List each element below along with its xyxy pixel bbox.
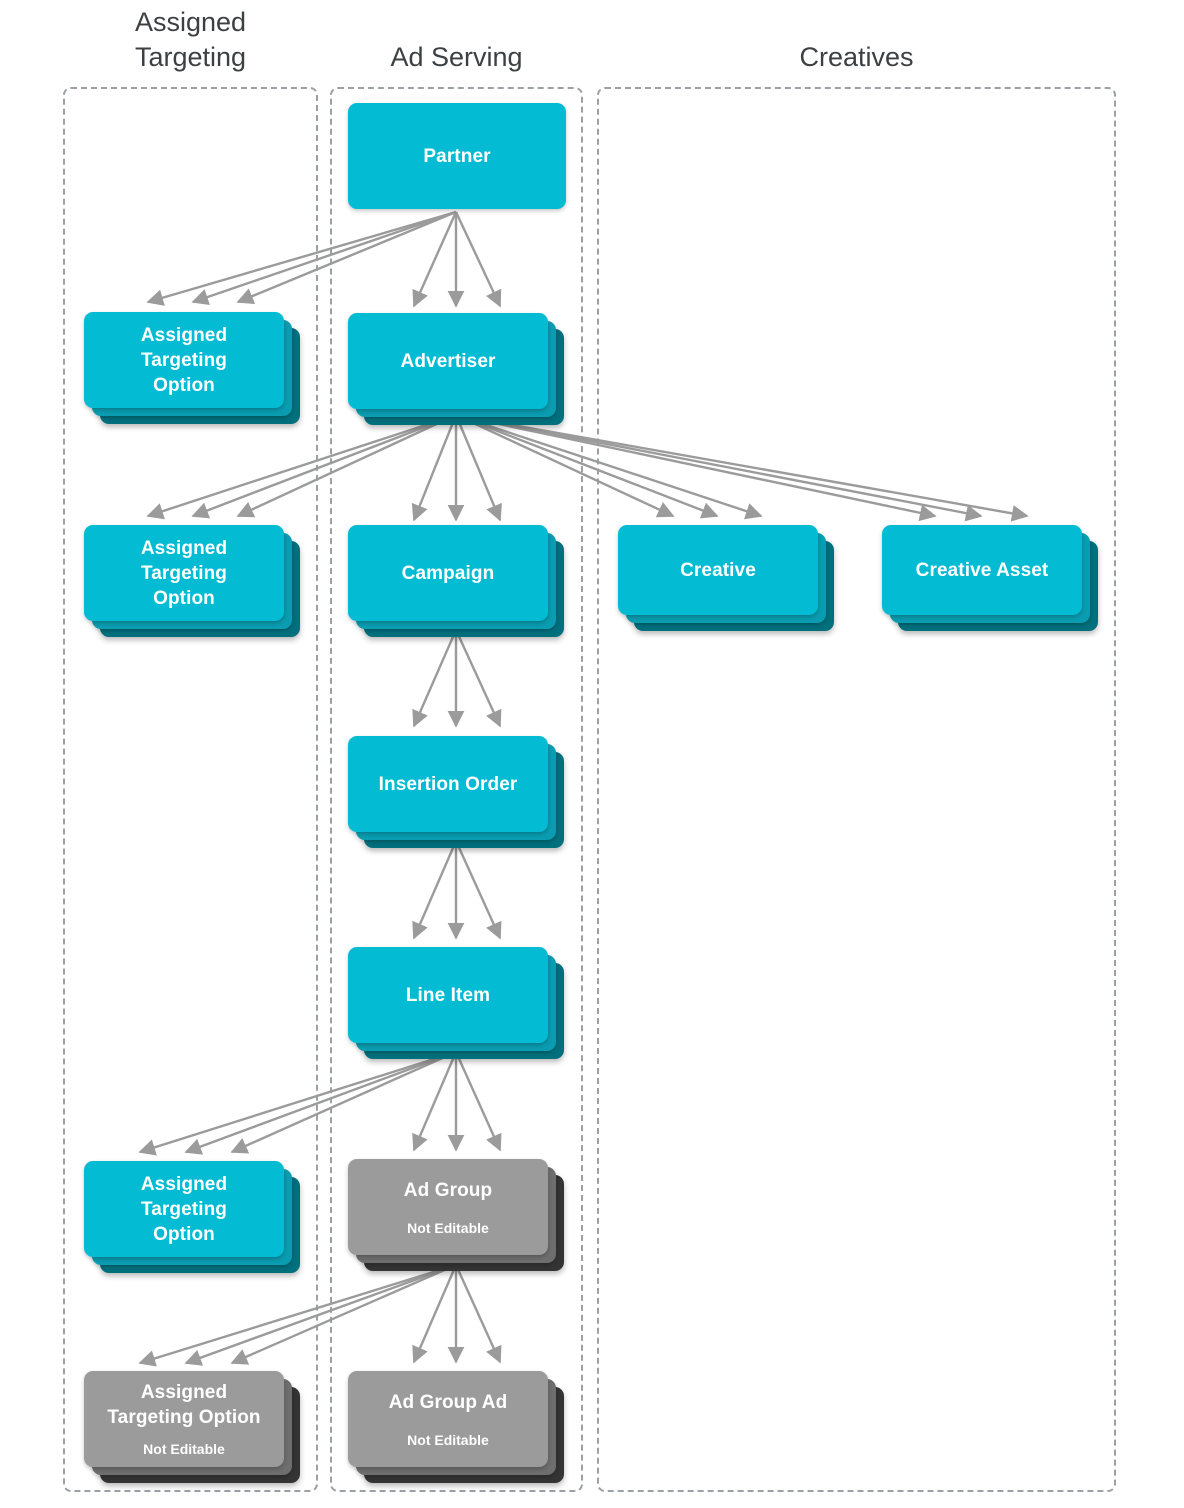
node-title: Insertion Order — [378, 773, 518, 795]
node-face: Ad Group Not Editable — [348, 1159, 548, 1255]
column-header-label: Creatives — [799, 42, 914, 72]
node-title: Ad Group — [403, 1179, 493, 1201]
node-advertiser[interactable]: Advertiser — [348, 313, 564, 425]
node-status-badge: Not Editable — [143, 1441, 225, 1457]
node-face: Partner — [348, 103, 566, 209]
node-ad-group-ad[interactable]: Ad Group Ad Not Editable — [348, 1371, 564, 1483]
column-header-ad-serving: Ad Serving — [330, 40, 583, 75]
node-insertion-order[interactable]: Insertion Order — [348, 736, 564, 848]
node-face: Assigned Targeting Option — [84, 525, 284, 621]
node-title: Campaign — [401, 562, 495, 584]
column-header-assigned-targeting: Assigned Targeting — [63, 5, 318, 75]
node-partner[interactable]: Partner — [348, 103, 566, 209]
node-campaign[interactable]: Campaign — [348, 525, 564, 637]
column-header-label: Ad Serving — [390, 42, 523, 72]
node-face: Advertiser — [348, 313, 548, 409]
node-title: Partner — [423, 145, 491, 167]
node-face: Creative — [618, 525, 818, 615]
node-title: Advertiser — [400, 350, 496, 372]
node-title: Assigned Targeting Option — [107, 1382, 261, 1428]
node-ato-ad-group[interactable]: Assigned Targeting Option Not Editable — [84, 1371, 300, 1483]
node-face: Creative Asset — [882, 525, 1082, 615]
node-line-item[interactable]: Line Item — [348, 947, 564, 1059]
node-title: Ad Group Ad — [388, 1391, 508, 1413]
node-face: Campaign — [348, 525, 548, 621]
node-face: Insertion Order — [348, 736, 548, 832]
group-container-assigned-targeting — [63, 87, 318, 1492]
group-container-creatives — [597, 87, 1116, 1492]
node-title: Creative Asset — [915, 559, 1049, 581]
node-title: Assigned Targeting Option — [140, 1173, 228, 1245]
node-ato-line-item[interactable]: Assigned Targeting Option — [84, 1161, 300, 1273]
node-face: Ad Group Ad Not Editable — [348, 1371, 548, 1467]
node-title: Assigned Targeting Option — [140, 537, 228, 609]
column-header-creatives: Creatives — [597, 40, 1116, 75]
node-face: Assigned Targeting Option — [84, 312, 284, 408]
node-face: Assigned Targeting Option Not Editable — [84, 1371, 284, 1467]
node-status-badge: Not Editable — [407, 1219, 489, 1236]
node-title: Creative — [680, 559, 756, 581]
node-ad-group[interactable]: Ad Group Not Editable — [348, 1159, 564, 1271]
group-container-ad-serving — [330, 87, 583, 1492]
node-face: Line Item — [348, 947, 548, 1043]
node-ato-partner[interactable]: Assigned Targeting Option — [84, 312, 300, 424]
node-creative-asset[interactable]: Creative Asset — [882, 525, 1098, 631]
node-face: Assigned Targeting Option — [84, 1161, 284, 1257]
node-title: Assigned Targeting Option — [140, 324, 228, 396]
column-header-label: Assigned Targeting — [134, 7, 247, 72]
node-ato-advertiser[interactable]: Assigned Targeting Option — [84, 525, 300, 637]
node-title: Line Item — [405, 984, 491, 1006]
node-status-badge: Not Editable — [407, 1431, 489, 1448]
node-creative[interactable]: Creative — [618, 525, 834, 631]
